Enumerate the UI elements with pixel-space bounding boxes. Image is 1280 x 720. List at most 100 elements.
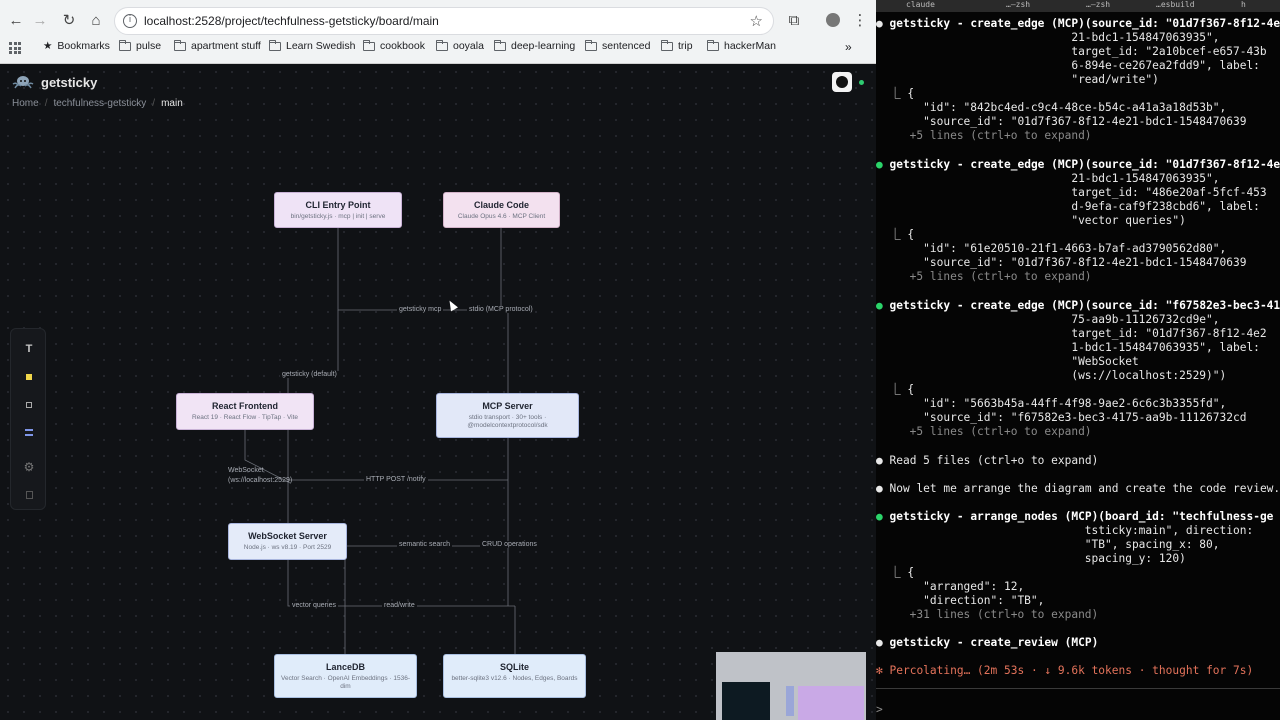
bookmark-item[interactable]: trip [661, 39, 693, 52]
terminal-line: ● Now let me arrange the diagram and cre… [876, 482, 1280, 495]
terminal-line: +5 lines (ctrl+o to expand) [876, 129, 1092, 142]
bookmarks-bar: ★Bookmarks pulse apartment stuff Learn S… [0, 37, 876, 59]
home-icon[interactable]: ⌂ [91, 11, 101, 29]
terminal-line: ● getsticky - create_edge (MCP)(source_i… [876, 299, 1280, 312]
folder-icon [269, 39, 281, 51]
folder-icon [585, 39, 597, 51]
node-claude-code[interactable]: Claude Code Claude Opus 4.6 · MCP Client [443, 192, 560, 228]
terminal-line: +5 lines (ctrl+o to expand) [876, 425, 1092, 438]
browser-window: ← → ↻ ⌂ i localhost:2528/project/techful… [0, 0, 876, 720]
terminal-line: "source_id": "01d7f367-8f12-4e21-bdc1-15… [876, 115, 1247, 128]
bookmark-item[interactable]: hackerMan [707, 39, 776, 52]
octopus-logo-icon [12, 76, 34, 89]
node-mcp-server[interactable]: MCP Server stdio transport · 30+ tools ·… [436, 393, 579, 438]
bookmark-star-icon[interactable]: ☆ [749, 12, 763, 30]
diagram-canvas[interactable]: CLI Entry Point bin/getsticky.js · mcp |… [0, 64, 876, 720]
text-tool[interactable]: T [25, 343, 33, 355]
node-lancedb[interactable]: LanceDB Vector Search · OpenAI Embedding… [274, 654, 417, 698]
github-icon [836, 76, 848, 88]
terminal-line: "id": "5663b45a-44ff-4f98-9ae2-6c6c3b335… [876, 397, 1227, 410]
bookmark-item[interactable]: apartment stuff [174, 39, 261, 52]
address-bar[interactable]: i localhost:2528/project/techfulness-get… [114, 7, 774, 35]
terminal-tab[interactable]: claude [906, 0, 935, 9]
sticky-note-icon [26, 374, 32, 380]
forward-icon[interactable]: → [32, 11, 48, 29]
bullet-icon: ● [876, 17, 883, 30]
node-react-frontend[interactable]: React Frontend React 19 · React Flow · T… [176, 393, 314, 430]
terminal-line: ⎿ { [876, 566, 915, 579]
breadcrumb-project[interactable]: techfulness-getsticky [53, 98, 147, 109]
terminal-tab[interactable]: …—zsh [1086, 0, 1111, 9]
terminal-line: tsticky:main", direction: [876, 524, 1254, 537]
terminal-tab[interactable]: …esbuild [1156, 0, 1195, 9]
edge-label[interactable]: getsticky mcp [397, 306, 444, 313]
bookmark-item[interactable]: cookbook [363, 39, 425, 52]
edge-label[interactable]: HTTP POST /notify [364, 476, 428, 483]
terminal-line: "TB", spacing_x: 80, [876, 538, 1220, 551]
terminal-line: ⎿ { [876, 383, 915, 396]
edge-label[interactable]: vector queries [290, 602, 338, 609]
bookmark-item[interactable]: ★Bookmarks [43, 40, 110, 52]
settings-tool[interactable]: ⚙ [19, 457, 39, 477]
apps-icon[interactable] [9, 42, 21, 54]
terminal-line: ⎿ { [876, 228, 915, 241]
folder-icon [707, 39, 719, 51]
square-icon [26, 402, 32, 408]
terminal-line: 75-aa9b-11126732cd9e", [876, 313, 1220, 326]
site-info-icon[interactable]: i [123, 14, 137, 28]
terminal-line: "id": "61e20510-21f1-4663-b7af-ad3790562… [876, 242, 1227, 255]
app-title: getsticky [41, 75, 98, 90]
edge-label[interactable]: getsticky (default) [280, 371, 339, 378]
app-board: getsticky Home / techfulness-getsticky /… [0, 64, 876, 720]
terminal-tab[interactable]: …—zsh [1006, 0, 1031, 9]
bullet-icon: ● [876, 454, 883, 467]
terminal-line: ● Read 5 files (ctrl+o to expand) [876, 454, 1099, 467]
breadcrumb: Home / techfulness-getsticky / main [12, 98, 183, 109]
edge-label[interactable]: CRUD operations [480, 541, 539, 548]
node-sqlite[interactable]: SQLite better-sqlite3 v12.6 · Nodes, Edg… [443, 654, 586, 698]
edge-label[interactable]: stdio (MCP protocol) [467, 306, 535, 313]
bookmarks-overflow-button[interactable]: » [845, 40, 852, 54]
minimap[interactable] [716, 652, 866, 720]
terminal-window[interactable]: claude …—zsh …—zsh …esbuild h ● getstick… [876, 0, 1280, 720]
folder-icon [494, 39, 506, 51]
terminal-line: "read/write") [876, 73, 1159, 86]
minimap-thumbnail [798, 686, 864, 720]
node-cli-entry-point[interactable]: CLI Entry Point bin/getsticky.js · mcp |… [274, 192, 402, 228]
terminal-status-line: ✻ Percolating… (2m 53s · ↓ 9.6k tokens ·… [876, 664, 1254, 677]
sticky-note-tool[interactable] [19, 367, 39, 387]
terminal-line: "source_id": "f67582e3-bec3-4175-aa9b-11… [876, 411, 1247, 424]
list-tool[interactable] [19, 422, 39, 442]
reload-icon[interactable]: ↻ [62, 12, 76, 29]
bullet-icon: ● [876, 482, 883, 495]
bookmark-item[interactable]: sentenced [585, 39, 650, 52]
terminal-line: d-9efa-caf9f238cbd6", label: [876, 200, 1260, 213]
back-icon[interactable]: ← [8, 11, 24, 29]
terminal-line: "arranged": 12, [876, 580, 1025, 593]
edge-label[interactable]: semantic search [397, 541, 452, 548]
bookmark-item[interactable]: Learn Swedish [269, 39, 355, 52]
edge-label[interactable]: WebSocket (ws://localhost:2529) [228, 467, 293, 484]
terminal-tab[interactable]: h [1241, 0, 1246, 9]
terminal-line: spacing_y: 120) [876, 552, 1186, 565]
star-icon: ★ [43, 40, 53, 52]
bookmark-item[interactable]: pulse [119, 39, 161, 52]
profile-avatar[interactable] [821, 8, 845, 32]
breadcrumb-board: main [161, 98, 183, 109]
node-websocket-server[interactable]: WebSocket Server Node.js · ws v8.19 · Po… [228, 523, 347, 560]
browser-menu-icon[interactable]: ⋮ [852, 12, 868, 29]
edge-lines [244, 227, 516, 654]
edge-label[interactable]: read/write [382, 602, 417, 609]
terminal-line: ⎿ { [876, 87, 915, 100]
shape-tool[interactable] [19, 395, 39, 415]
bookmark-item[interactable]: ooyala [436, 39, 484, 52]
terminal-prompt[interactable]: > [876, 703, 883, 716]
delete-tool[interactable] [19, 485, 39, 505]
terminal-line: 1-bdc1-154847063935", label: [876, 341, 1260, 354]
breadcrumb-home[interactable]: Home [12, 98, 39, 109]
bookmark-item[interactable]: deep-learning [494, 39, 575, 52]
github-button[interactable] [832, 72, 852, 92]
extensions-icon[interactable]: ⧉ [788, 11, 800, 29]
terminal-line: ● getsticky - create_edge (MCP)(source_i… [876, 17, 1280, 30]
prompt-divider [876, 688, 1280, 689]
